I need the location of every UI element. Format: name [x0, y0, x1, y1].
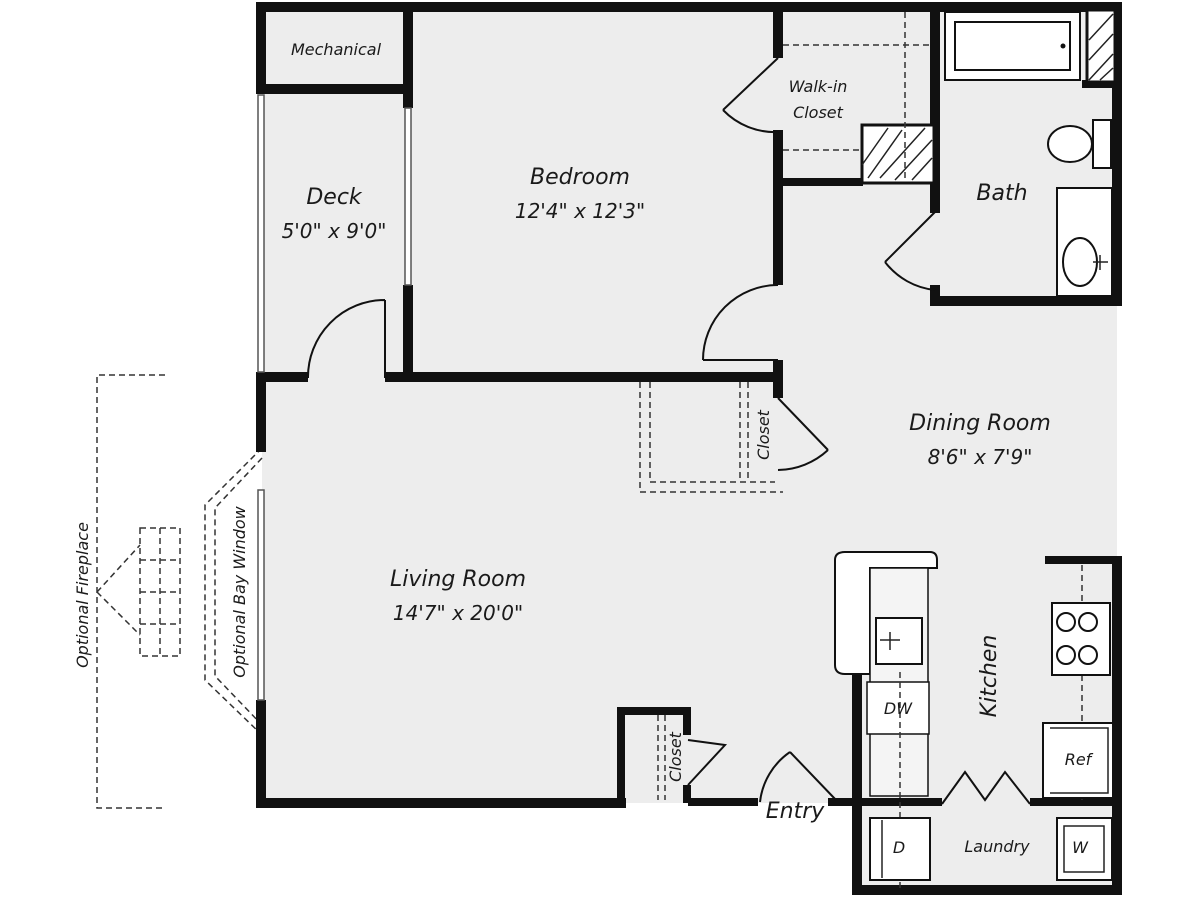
room-label-entry-closet: Closet [666, 731, 685, 782]
appliance-label-washer: W [1072, 838, 1089, 857]
appliance-label-dryer: D [893, 838, 905, 857]
room-size-bedroom: 12'4" x 12'3" [515, 199, 645, 223]
room-label-laundry: Laundry [964, 837, 1030, 856]
optional-bay-window-outline [204, 447, 263, 736]
label-optional-fireplace: Optional Fireplace [73, 522, 92, 668]
room-label-hall-closet: Closet [754, 409, 773, 460]
bath-fixtures [944, 11, 1113, 297]
room-label-bath: Bath [976, 181, 1027, 206]
deck-sliding-doors [257, 94, 412, 701]
room-label-walk-in-line2: Closet [793, 103, 844, 122]
room-label-entry: Entry [766, 799, 826, 824]
room-label-walk-in-line1: Walk-in [789, 77, 848, 96]
label-optional-bay-window: Optional Bay Window [230, 505, 249, 677]
walls [256, 2, 1122, 895]
room-label-deck: Deck [306, 185, 363, 210]
closet-shelving [639, 12, 930, 800]
room-label-mechanical: Mechanical [291, 40, 382, 59]
room-size-dining: 8'6" x 7'9" [928, 445, 1033, 469]
hatched-chases [860, 8, 1117, 185]
doors [306, 57, 1031, 805]
room-label-kitchen: Kitchen [977, 635, 1002, 718]
kitchen-fixtures [834, 551, 1114, 892]
room-size-deck: 5'0" x 9'0" [282, 219, 387, 243]
room-label-living: Living Room [390, 567, 526, 592]
appliance-label-refrigerator: Ref [1065, 750, 1094, 769]
room-label-dining: Dining Room [909, 411, 1051, 436]
room-size-living: 14'7" x 20'0" [393, 601, 523, 625]
appliance-label-dishwasher: DW [884, 699, 913, 718]
optional-fireplace-outline [96, 374, 181, 809]
room-label-bedroom: Bedroom [530, 165, 630, 190]
